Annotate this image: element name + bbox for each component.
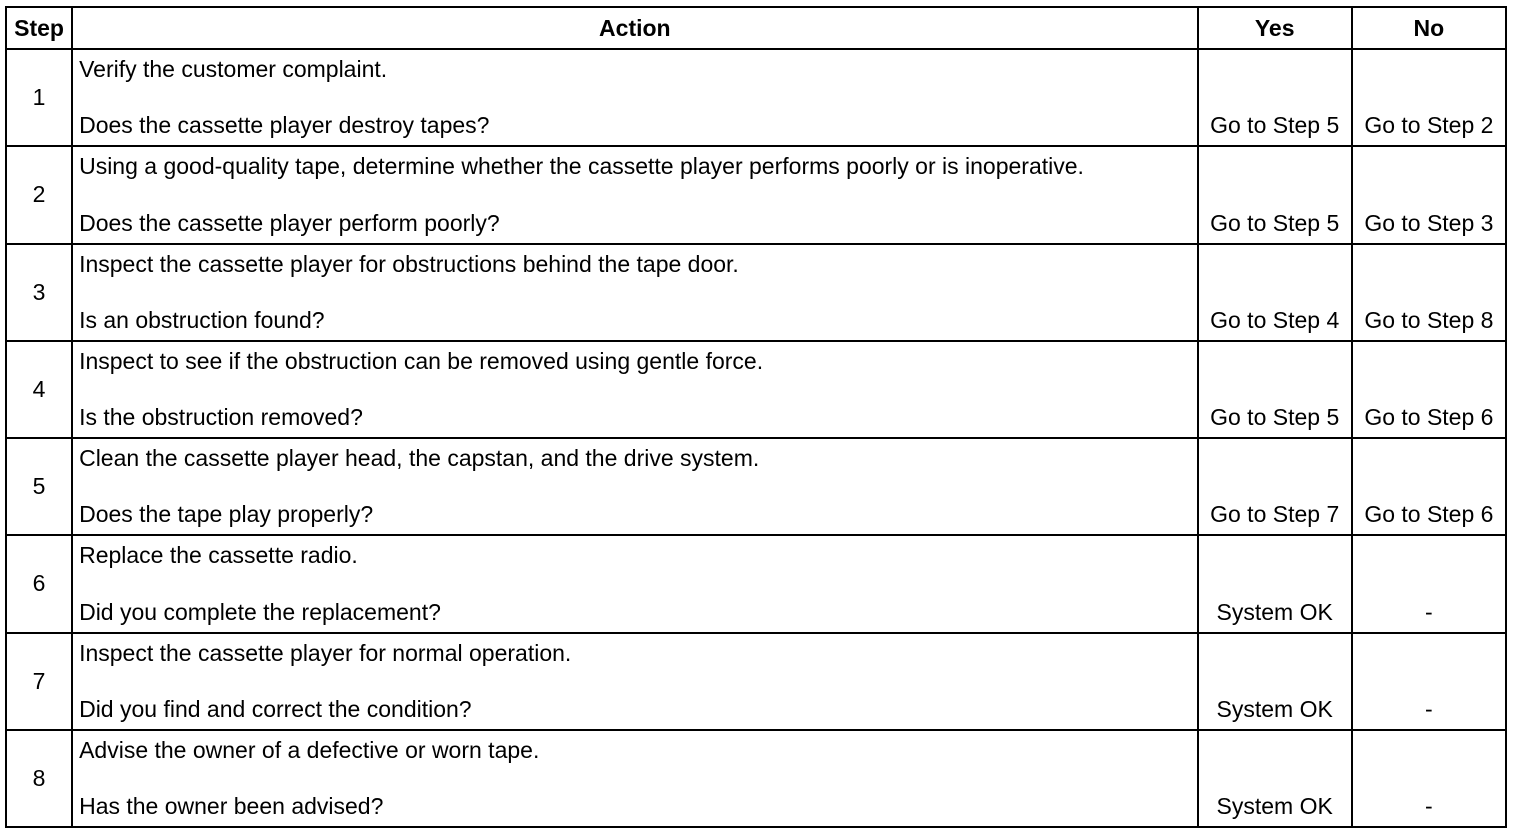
action-question: Does the tape play properly?	[79, 501, 374, 528]
no-cell: Go to Step 2	[1350, 47, 1508, 148]
yes-cell: Go to Step 5	[1196, 339, 1353, 440]
action-instruction: Advise the owner of a defective or worn …	[79, 736, 540, 763]
header-yes: Yes	[1196, 6, 1353, 50]
yes-cell: System OK	[1196, 631, 1353, 731]
diagnostic-table: Step Action Yes No 1 Verify the customer…	[4, 6, 1508, 829]
yes-result: System OK	[1216, 695, 1333, 722]
no-result: Go to Step 3	[1364, 209, 1494, 236]
no-cell: -	[1350, 534, 1508, 634]
step-number: 3	[4, 242, 74, 342]
yes-result: Go to Step 7	[1210, 501, 1340, 528]
table-row: 3 Inspect the cassette player for obstru…	[4, 242, 1508, 342]
yes-cell: System OK	[1196, 728, 1353, 829]
table-row: 5 Clean the cassette player head, the ca…	[4, 436, 1508, 537]
header-step: Step	[4, 6, 74, 50]
no-result: Go to Step 6	[1364, 501, 1494, 528]
yes-result: Go to Step 5	[1210, 209, 1340, 236]
table-body: 1 Verify the customer complaint. Does th…	[4, 47, 1508, 829]
yes-cell: System OK	[1196, 534, 1353, 634]
yes-result: Go to Step 5	[1210, 404, 1340, 430]
yes-result: Go to Step 5	[1210, 112, 1340, 139]
header-no: No	[1350, 6, 1508, 50]
action-question: Has the owner been advised?	[79, 793, 384, 819]
action-instruction: Inspect to see if the obstruction can be…	[79, 347, 764, 374]
step-number: 5	[4, 436, 74, 537]
action-question: Did you find and correct the condition?	[79, 695, 472, 722]
action-instruction: Using a good-quality tape, determine whe…	[79, 153, 1084, 180]
step-number: 8	[4, 728, 74, 829]
no-cell: -	[1350, 631, 1508, 731]
yes-result: System OK	[1216, 793, 1333, 819]
header-action: Action	[71, 6, 1199, 50]
action-cell: Inspect the cassette player for obstruct…	[71, 242, 1199, 342]
action-question: Is an obstruction found?	[79, 306, 325, 333]
no-cell: Go to Step 6	[1350, 436, 1508, 537]
no-result: Go to Step 2	[1364, 112, 1494, 139]
action-instruction: Clean the cassette player head, the caps…	[79, 445, 760, 471]
no-cell: -	[1350, 728, 1508, 829]
no-result: -	[1425, 695, 1433, 722]
action-cell: Verify the customer complaint. Does the …	[71, 47, 1199, 148]
table-row: 7 Inspect the cassette player for normal…	[4, 631, 1508, 731]
action-instruction: Inspect the cassette player for obstruct…	[79, 250, 739, 277]
action-question: Does the cassette player perform poorly?	[79, 209, 500, 236]
step-number: 1	[4, 47, 74, 148]
no-cell: Go to Step 8	[1350, 242, 1508, 342]
yes-cell: Go to Step 5	[1196, 145, 1353, 245]
table-row: 4 Inspect to see if the obstruction can …	[4, 339, 1508, 440]
no-cell: Go to Step 6	[1350, 339, 1508, 440]
header-row: Step Action Yes No	[4, 6, 1508, 50]
action-cell: Clean the cassette player head, the caps…	[71, 436, 1199, 537]
action-instruction: Inspect the cassette player for normal o…	[79, 639, 572, 666]
no-cell: Go to Step 3	[1350, 145, 1508, 245]
action-instruction: Replace the cassette radio.	[79, 542, 358, 569]
yes-cell: Go to Step 5	[1196, 47, 1353, 148]
no-result: -	[1425, 793, 1433, 819]
table-row: 1 Verify the customer complaint. Does th…	[4, 47, 1508, 148]
action-cell: Inspect to see if the obstruction can be…	[71, 339, 1199, 440]
no-result: -	[1425, 598, 1433, 625]
action-question: Is the obstruction removed?	[79, 404, 363, 430]
step-number: 6	[4, 534, 74, 634]
action-instruction: Verify the customer complaint.	[79, 56, 388, 82]
yes-result: System OK	[1216, 598, 1333, 625]
action-question: Does the cassette player destroy tapes?	[79, 112, 490, 139]
yes-cell: Go to Step 4	[1196, 242, 1353, 342]
action-cell: Inspect the cassette player for normal o…	[71, 631, 1199, 731]
yes-cell: Go to Step 7	[1196, 436, 1353, 537]
action-question: Did you complete the replacement?	[79, 598, 441, 625]
step-number: 4	[4, 339, 74, 440]
action-cell: Advise the owner of a defective or worn …	[71, 728, 1199, 829]
step-number: 7	[4, 631, 74, 731]
yes-result: Go to Step 4	[1210, 306, 1340, 333]
no-result: Go to Step 8	[1364, 306, 1494, 333]
step-number: 2	[4, 145, 74, 245]
no-result: Go to Step 6	[1364, 404, 1494, 430]
table-row: 8 Advise the owner of a defective or wor…	[4, 728, 1508, 829]
table-row: 2 Using a good-quality tape, determine w…	[4, 145, 1508, 245]
table-row: 6 Replace the cassette radio. Did you co…	[4, 534, 1508, 634]
action-cell: Using a good-quality tape, determine whe…	[71, 145, 1199, 245]
action-cell: Replace the cassette radio. Did you comp…	[71, 534, 1199, 634]
